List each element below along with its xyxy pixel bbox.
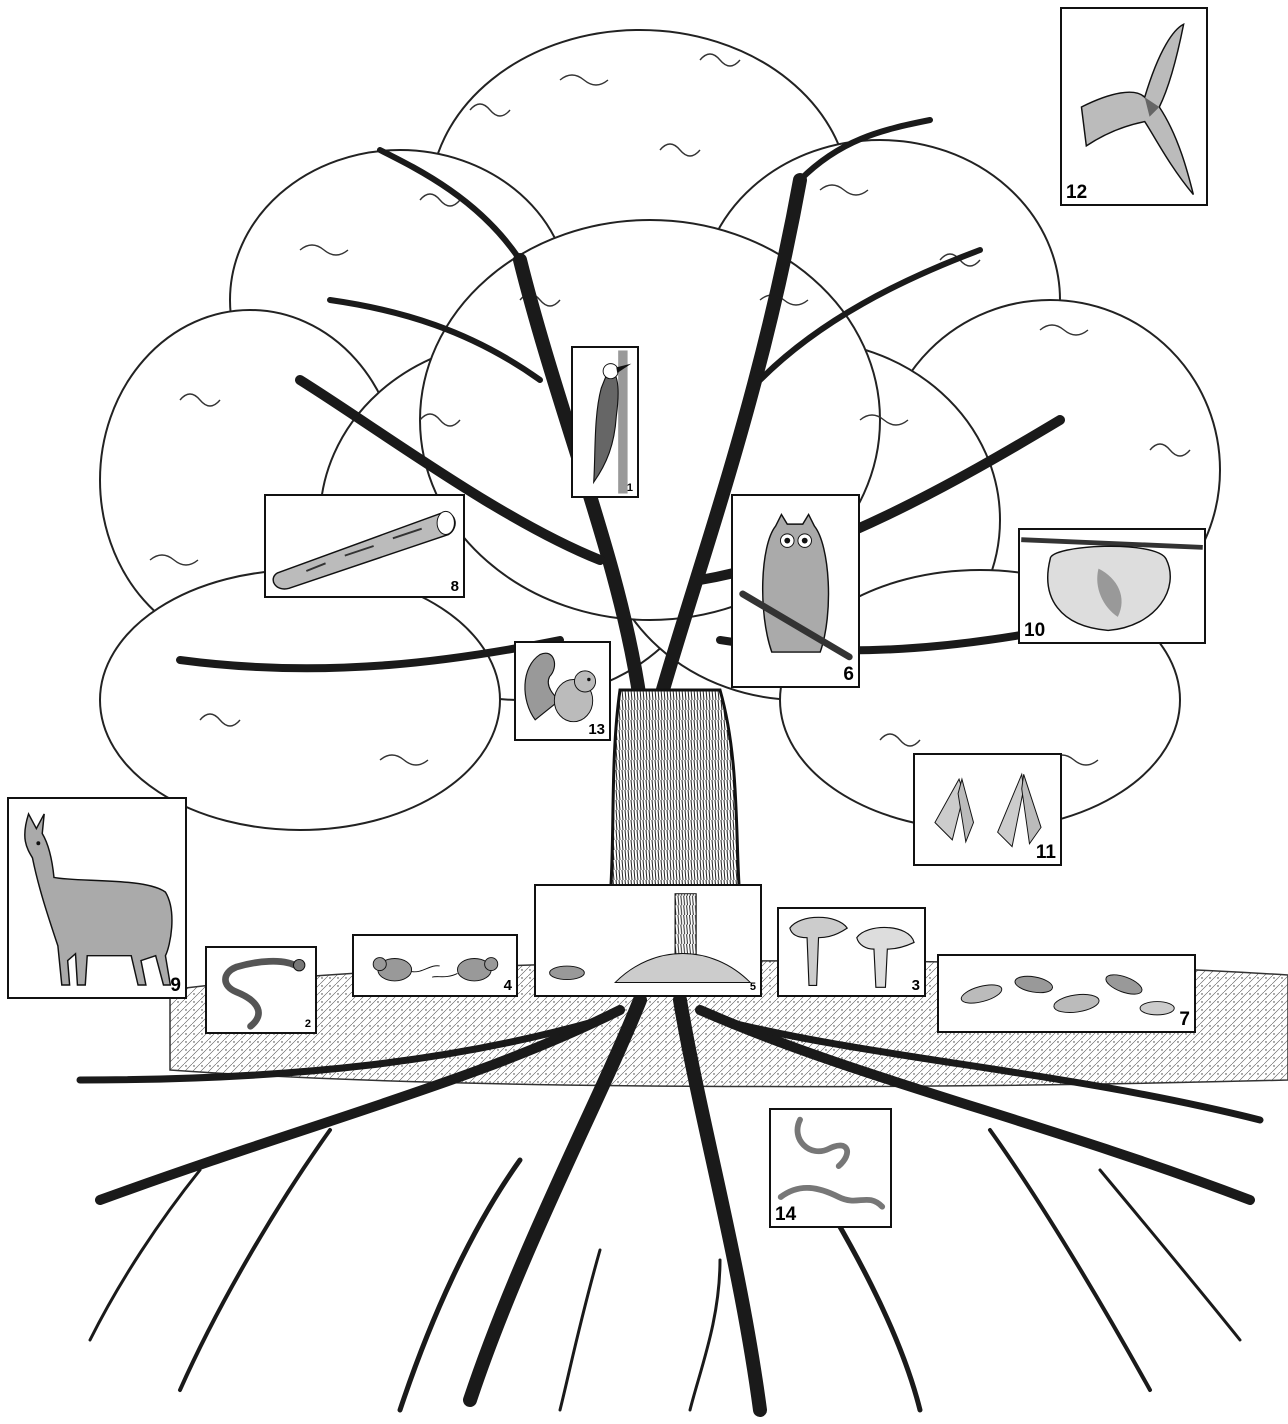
panel-12-hawk: 12 [1060, 7, 1208, 206]
panel-2-salamander: 2 [205, 946, 317, 1034]
mouse-icon [354, 936, 516, 995]
salamander-icon [207, 948, 315, 1032]
trunk [610, 690, 740, 900]
panel-3-mushrooms: 3 [777, 907, 926, 997]
woodpecker-icon [573, 348, 637, 496]
forest-floor-litter-icon [536, 886, 760, 995]
panel-6-owl: 6 [731, 494, 860, 688]
mushroom-icon [779, 909, 924, 995]
panel-label: 10 [1024, 621, 1045, 640]
panel-label: 4 [504, 978, 512, 993]
panel-label: 9 [170, 976, 181, 995]
deer-icon [9, 799, 185, 997]
panel-10-wasp-nest: 10 [1018, 528, 1206, 644]
hawk-icon [1062, 9, 1206, 204]
fallen-log-icon [266, 496, 463, 596]
panel-11-moths: 11 [913, 753, 1062, 866]
panel-4-mice: 4 [352, 934, 518, 997]
panel-label: 3 [912, 978, 920, 993]
panel-label: 6 [843, 665, 854, 684]
panel-9-deer: 9 [7, 797, 187, 999]
panel-14-earthworms: 14 [769, 1108, 892, 1228]
leaf-litter-icon [939, 956, 1194, 1031]
panel-label: 7 [1179, 1010, 1190, 1029]
panel-13-squirrel: 13 [514, 641, 611, 741]
panel-label: 11 [1036, 843, 1056, 862]
panel-5-forest-floor: 5 [534, 884, 762, 997]
panel-7-leaf-litter: 7 [937, 954, 1196, 1033]
panel-label: 14 [775, 1205, 796, 1224]
panel-1-woodpecker: 1 [571, 346, 639, 498]
panel-label: 5 [750, 982, 756, 993]
panel-8-fallen-log: 8 [264, 494, 465, 598]
panel-label: 8 [451, 579, 459, 594]
owl-icon [733, 496, 858, 686]
panel-label: 12 [1066, 183, 1087, 202]
wasp-nest-icon [1020, 530, 1204, 642]
panel-label: 2 [305, 1019, 311, 1030]
panel-label: 1 [627, 483, 633, 494]
panel-label: 13 [588, 722, 605, 737]
